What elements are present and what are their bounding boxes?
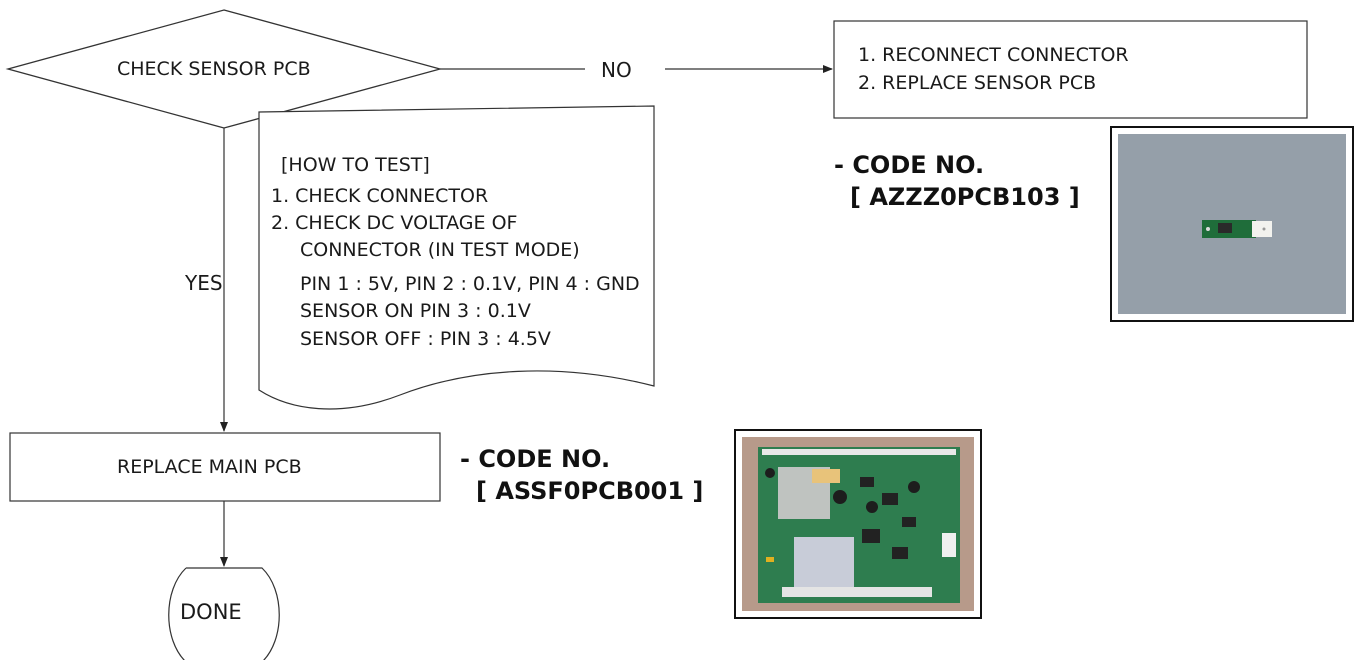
sensor-pcb-photo xyxy=(1110,126,1354,322)
how-to-test-line: PIN 1 : 5V, PIN 2 : 0.1V, PIN 4 : GND xyxy=(300,273,640,295)
how-to-test-line: 1. CHECK CONNECTOR xyxy=(271,185,488,207)
no-label: NO xyxy=(601,58,632,82)
replace-main-pcb-label: REPLACE MAIN PCB xyxy=(117,456,302,478)
done-label: DONE xyxy=(180,600,242,624)
decision-label: CHECK SENSOR PCB xyxy=(117,58,311,80)
sensor-pcb-code: [ AZZZ0PCB103 ] xyxy=(850,182,1080,212)
how-to-test-line: CONNECTOR (IN TEST MODE) xyxy=(300,239,580,261)
main-pcb-code: [ ASSF0PCB001 ] xyxy=(476,476,703,506)
sensor-pcb-code-label: - CODE NO. xyxy=(834,150,984,180)
how-to-test-line: 2. CHECK DC VOLTAGE OF xyxy=(271,212,517,234)
no-action-line-2: 2. REPLACE SENSOR PCB xyxy=(858,72,1096,94)
how-to-test-line: SENSOR OFF : PIN 3 : 4.5V xyxy=(300,328,551,350)
no-action-line-1: 1. RECONNECT CONNECTOR xyxy=(858,44,1129,66)
no-action-box xyxy=(834,21,1307,118)
yes-label: YES xyxy=(185,271,223,295)
how-to-test-title: [HOW TO TEST] xyxy=(281,154,430,176)
main-pcb-photo xyxy=(734,429,982,619)
main-pcb-code-label: - CODE NO. xyxy=(460,444,610,474)
how-to-test-line: SENSOR ON PIN 3 : 0.1V xyxy=(300,300,531,322)
